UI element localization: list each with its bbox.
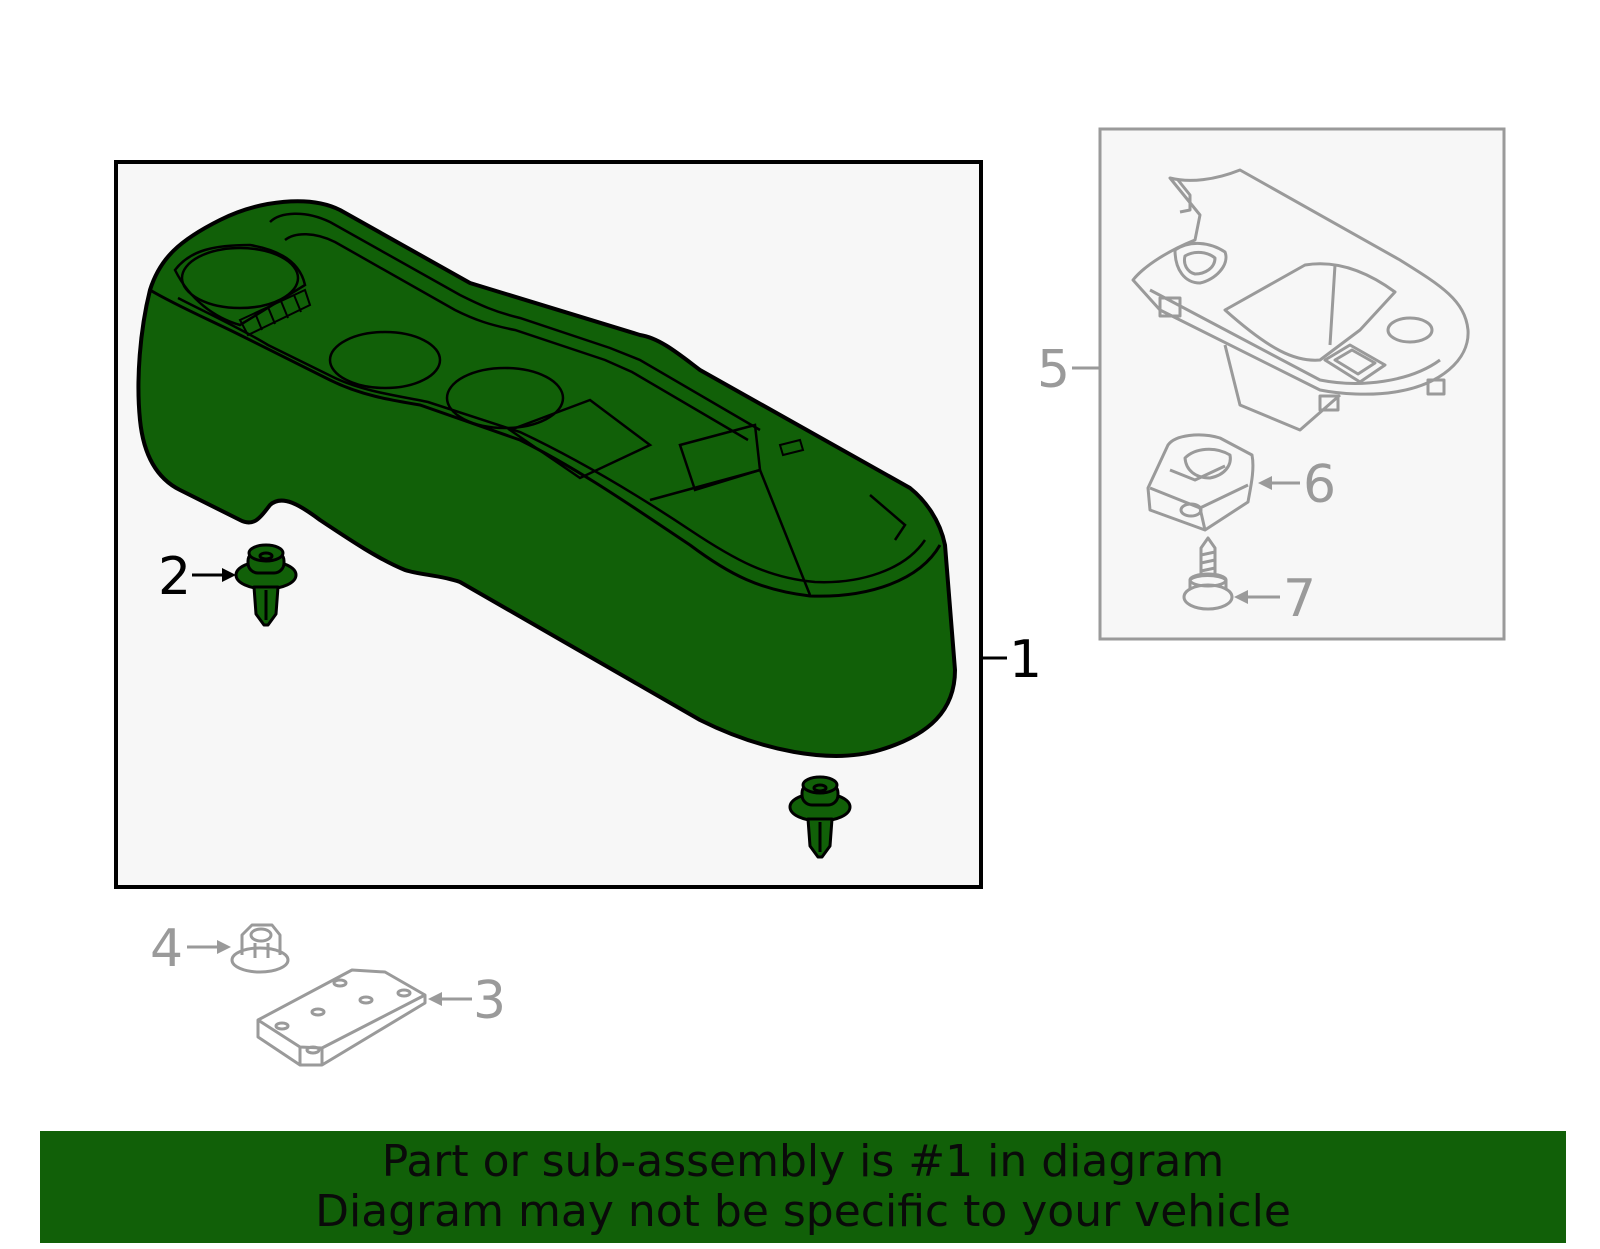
hex-nut[interactable] [230,923,290,974]
callout-1: 1 [1009,630,1042,690]
retainer-clip[interactable] [234,543,298,627]
callout-2: 2 [158,547,191,607]
sub-assembly-frame [1098,127,1506,641]
callout-2-arrow [192,568,236,582]
shifter-bezel[interactable] [1131,168,1470,432]
console-body[interactable] [136,199,957,758]
banner-line-2: Diagram may not be specific to your vehi… [315,1186,1291,1237]
info-banner: Part or sub-assembly is #1 in diagram Di… [40,1131,1566,1243]
callout-3: 3 [473,971,506,1031]
callout-4-arrow [187,940,231,954]
switch-module[interactable] [1146,433,1255,532]
callout-3-arrow [428,992,472,1006]
callout-6: 6 [1303,455,1336,515]
banner-line-1: Part or sub-assembly is #1 in diagram [381,1136,1225,1187]
callout-6-arrow [1258,476,1300,490]
callout-5: 5 [1037,340,1070,400]
callout-7: 7 [1283,569,1316,629]
callout-7-arrow [1234,590,1280,604]
screw[interactable] [1182,536,1234,611]
mounting-bracket[interactable] [256,968,427,1067]
callout-4: 4 [150,919,183,979]
retainer-clip-second[interactable] [788,775,852,859]
